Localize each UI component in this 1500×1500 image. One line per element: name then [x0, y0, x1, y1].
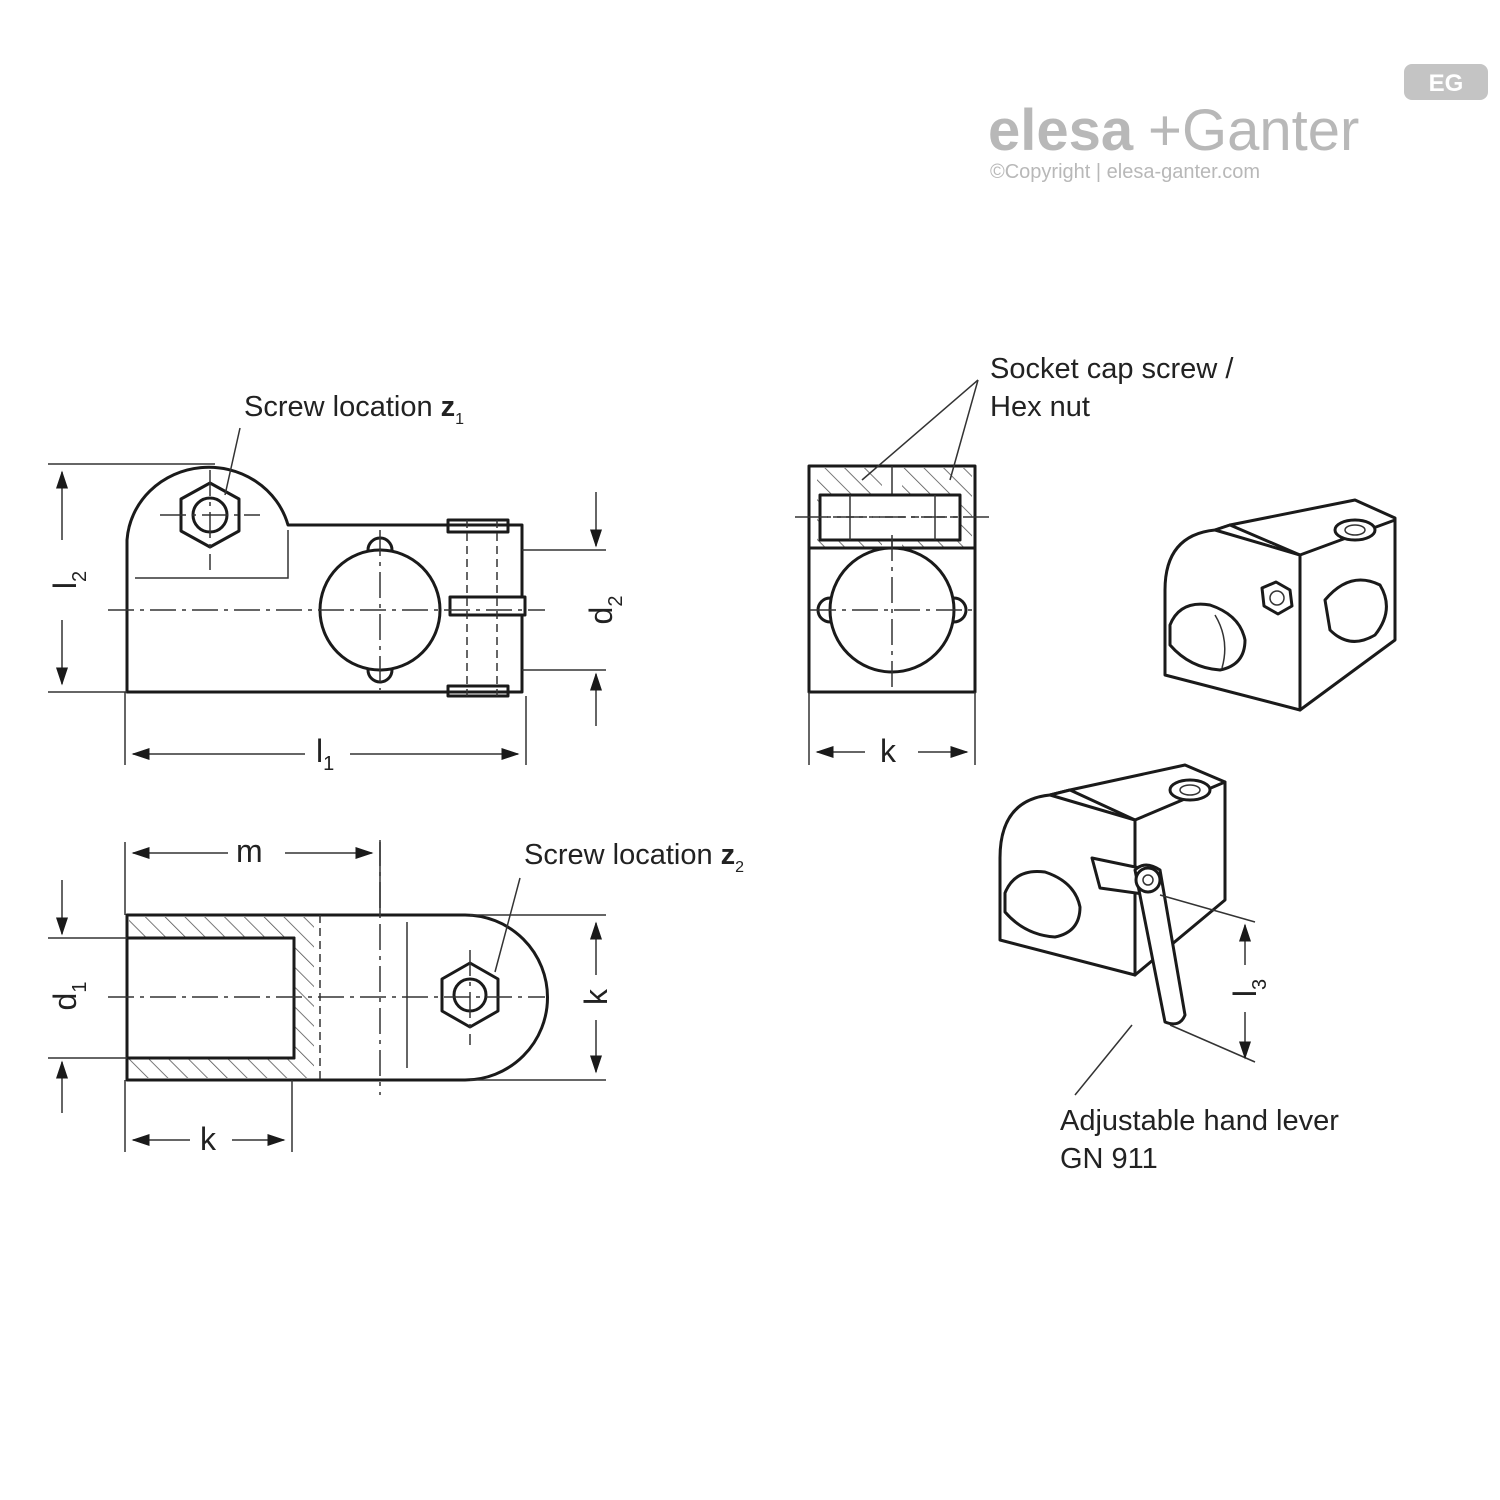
dim-d1: d1	[47, 880, 127, 1113]
d2-label: d	[583, 607, 619, 625]
callout-screw-z2: Screw location z2	[494, 839, 744, 973]
dim-l2: l2	[47, 463, 215, 693]
top-body-outline	[125, 913, 549, 1082]
lever-line2: GN 911	[1060, 1143, 1158, 1175]
front-screw-head	[446, 518, 510, 534]
k-bottom-label: k	[200, 1121, 217, 1157]
callout-socket-screw: Socket cap screw / Hex nut	[861, 353, 1234, 481]
d1-sub: 1	[69, 982, 91, 993]
d2-sub: 2	[605, 596, 627, 607]
badge-text: EG	[1429, 70, 1464, 97]
dim-l1: l1	[124, 692, 527, 775]
l3-sub: 3	[1249, 979, 1271, 990]
copyright-text: ©Copyright | elesa-ganter.com	[990, 161, 1260, 183]
callout-screw-z1: Screw location z1	[224, 391, 464, 496]
k-side-label: k	[880, 733, 897, 769]
l2-sub: 2	[69, 571, 91, 582]
z1-var: z	[441, 391, 456, 423]
l3-label: l	[1227, 990, 1263, 997]
logo-ganter: Ganter	[1182, 98, 1359, 163]
lever-line1: Adjustable hand lever	[1060, 1105, 1339, 1137]
front-nut-edge	[446, 684, 510, 698]
z2-text: Screw location	[524, 839, 721, 871]
z2-var: z	[721, 839, 736, 871]
l1-sub: 1	[323, 753, 334, 775]
side-view	[795, 464, 992, 694]
l2-label: l	[47, 582, 83, 589]
z1-sub: 1	[455, 411, 464, 428]
socket-line2: Hex nut	[990, 391, 1090, 423]
k-right-label: k	[578, 988, 614, 1005]
logo-plus: +	[1148, 98, 1182, 163]
dim-l3: l3	[1159, 894, 1271, 1063]
svg-text:l1: l1	[316, 733, 334, 775]
svg-text:l3: l3	[1227, 979, 1271, 997]
front-inner-step	[135, 530, 289, 579]
dim-d2: d2	[522, 492, 627, 726]
dim-m: m	[124, 833, 381, 915]
svg-text:Screw location z1: Screw location z1	[244, 391, 464, 428]
svg-text:l2: l2	[47, 571, 91, 589]
svg-text:d2: d2	[583, 596, 627, 625]
callout-hand-lever: Adjustable hand lever GN 911	[1060, 1024, 1339, 1175]
top-view	[108, 840, 549, 1095]
d1-label: d	[47, 993, 83, 1011]
z1-text: Screw location	[244, 391, 441, 423]
socket-line1: Socket cap screw /	[990, 353, 1234, 385]
dim-k-right: k	[470, 914, 614, 1081]
z2-sub: 2	[735, 859, 744, 876]
svg-text:Screw location z2: Screw location z2	[524, 839, 744, 876]
iso-clamp-screw	[1163, 498, 1397, 712]
front-view	[108, 465, 545, 698]
eg-badge: EG	[1404, 64, 1488, 100]
m-label: m	[236, 833, 263, 869]
front-slot	[448, 595, 527, 617]
hand-lever	[1133, 863, 1187, 1026]
iso-clamp-lever	[998, 763, 1227, 1026]
front-body-outline	[125, 465, 524, 694]
dim-k-bottom: k	[124, 1080, 293, 1157]
logo-elesa: elesa	[988, 98, 1134, 163]
svg-text:d1: d1	[47, 982, 91, 1011]
dim-k-side: k	[808, 692, 976, 769]
l1-label: l	[316, 733, 323, 769]
brand-logo: EG elesa + Ganter ©Copyright | elesa-gan…	[988, 64, 1488, 183]
